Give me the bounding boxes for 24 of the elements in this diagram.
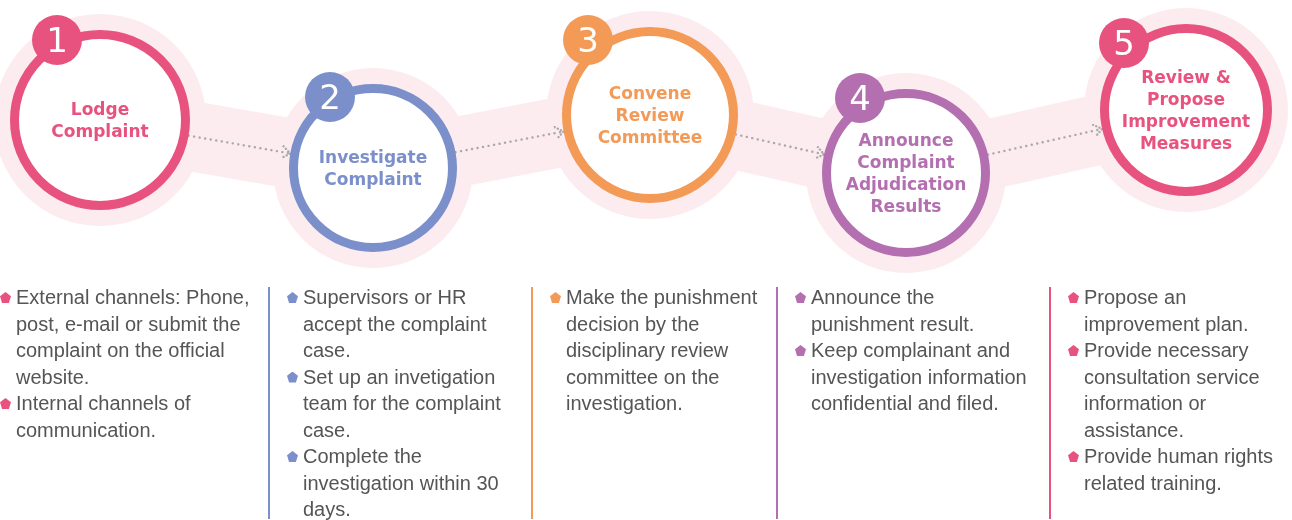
bullet-text: Internal channels of communication. <box>16 392 191 441</box>
dotted-arrow <box>734 133 826 160</box>
step-number: 2 <box>305 72 355 122</box>
bullet-text: Set up an invetigation team for the complaint case. <box>303 365 501 441</box>
dotted-arrow <box>986 123 1104 156</box>
dotted-arrow <box>454 125 565 154</box>
step-number: 4 <box>835 73 885 123</box>
step-title: Convene Review Committee <box>596 82 704 148</box>
bullet-text: External channels: Phone, post, e-mail or submit the complaint on the official website. <box>16 286 250 388</box>
step-number: 3 <box>563 15 613 65</box>
bullet-text: Propose an improvement plan. <box>1084 286 1249 335</box>
bullet-text: Make the punishment decision by the disciplinary review committee on the investigation. <box>566 286 758 414</box>
bullet-text: Supervisors or HR accept the complaint case. <box>303 286 487 361</box>
step-title: Investigate Complaint <box>317 146 429 190</box>
bullet-text: Provide necessary consultation service information or assistance. <box>1084 339 1260 441</box>
step-title: Review & Propose Improvement Measures <box>1120 66 1252 154</box>
bullet-text: Provide human rights related training. <box>1084 445 1273 494</box>
step-number: 1 <box>32 15 82 65</box>
bullet-text: Complete the investigation within 30 days. <box>303 445 499 520</box>
step-title: Lodge Complaint <box>50 98 150 142</box>
bullet-text: Announce the punishment result. <box>811 286 975 335</box>
step-number: 5 <box>1099 18 1149 68</box>
step-title: Announce Complaint Adjudication Results <box>844 129 968 217</box>
bullet-text: Keep complainant and investigation information confidential and filed. <box>811 339 1027 414</box>
